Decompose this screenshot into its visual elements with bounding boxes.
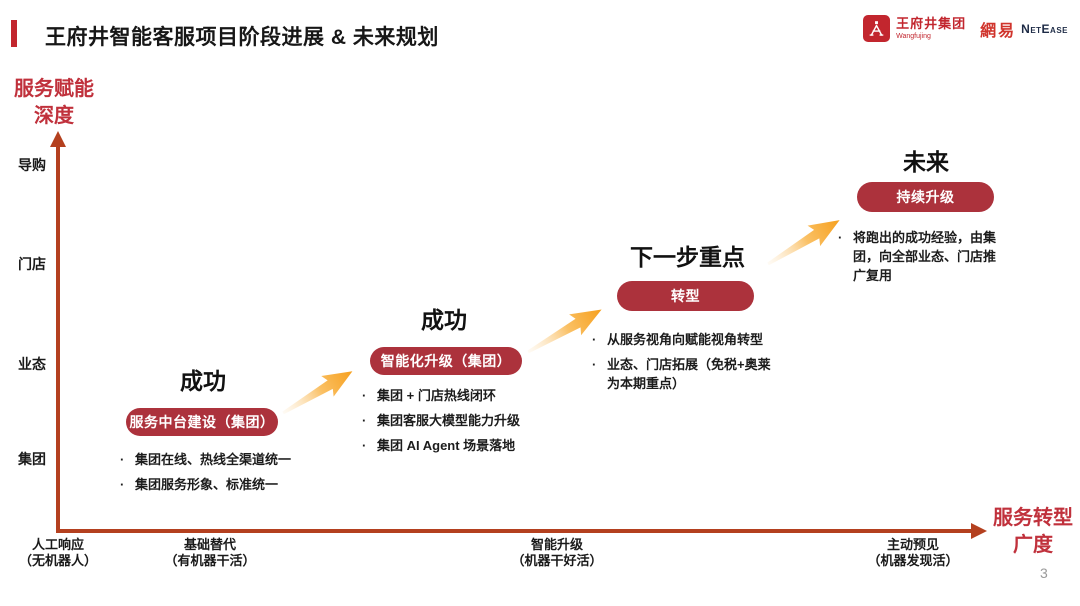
stage3-header: 下一步重点	[630, 244, 745, 270]
stage4-header: 未来	[903, 149, 949, 175]
x-axis-arrowhead-icon	[971, 523, 987, 539]
page-title: 王府井智能客服项目阶段进展 & 未来规划	[45, 26, 439, 49]
x-axis-title: 服务转型 广度	[986, 505, 1080, 559]
y-axis-title-line1: 服务赋能	[14, 78, 94, 100]
netease-en-text: NetEase	[1021, 21, 1068, 36]
x-axis-line	[56, 529, 973, 533]
y-axis-line	[56, 146, 60, 533]
y-tick-jituan: 集团	[18, 451, 46, 467]
wangfujing-logo-text: 王府井集团 Wangfujing	[896, 17, 966, 40]
x-tick-line2: （机器发现活）	[867, 553, 959, 568]
x-tick-line2: （机器干好活）	[511, 553, 603, 568]
flow-arrow-3-icon	[767, 220, 840, 266]
stage1-bullets: 集团在线、热线全渠道统一 集团服务形象、标准统一	[120, 450, 310, 500]
flow-arrow-1-icon	[282, 371, 353, 415]
y-axis-title: 服务赋能 深度	[8, 76, 100, 130]
x-axis-title-line2: 广度	[1013, 534, 1053, 556]
y-tick-mendian: 门店	[18, 256, 46, 272]
logo-group: 王府井集团 Wangfujing 網易 NetEase	[863, 15, 1068, 42]
netease-logo: 網易 NetEase	[980, 17, 1068, 41]
wangfujing-subtitle: Wangfujing	[896, 33, 931, 40]
bullet-item: 集团客服大模型能力升级	[362, 411, 562, 430]
x-tick-line2: （无机器人）	[18, 553, 97, 568]
stage4-badge: 持续升级	[857, 182, 994, 212]
bullet-item: 集团 AI Agent 场景落地	[362, 436, 562, 455]
x-tick-basic-substitution: 基础替代 （有机器干活）	[145, 537, 275, 569]
stage1-header: 成功	[180, 368, 226, 394]
bullet-item: 集团 + 门店热线闭环	[362, 386, 562, 405]
page-number: 3	[1040, 565, 1048, 581]
y-tick-yetai: 业态	[18, 356, 46, 372]
x-tick-intelligent-upgrade: 智能升级 （机器干好活）	[492, 537, 622, 569]
bullet-item: 集团服务形象、标准统一	[120, 475, 310, 494]
y-axis-arrowhead-icon	[50, 131, 66, 147]
stage3-badge: 转型	[617, 281, 754, 311]
stage3-bullets: 从服务视角向赋能视角转型 业态、门店拓展（免税+奥莱为本期重点）	[592, 330, 782, 399]
x-tick-line1: 人工响应	[31, 537, 84, 552]
x-axis-title-line1: 服务转型	[993, 507, 1073, 529]
bullet-item: 集团在线、热线全渠道统一	[120, 450, 310, 469]
x-tick-line2: （有机器干活）	[164, 553, 256, 568]
x-tick-manual-response: 人工响应 （无机器人）	[0, 537, 123, 569]
bullet-item: 从服务视角向赋能视角转型	[592, 330, 782, 349]
stage4-bullets: 将跑出的成功经验，由集团，向全部业态、门店推广复用	[838, 228, 996, 291]
bullet-item: 业态、门店拓展（免税+奥莱为本期重点）	[592, 355, 782, 393]
wangfujing-logo: 王府井集团 Wangfujing	[863, 15, 966, 42]
x-tick-line1: 智能升级	[530, 537, 583, 552]
wangfujing-name: 王府井集团	[896, 16, 967, 31]
stage1-badge: 服务中台建设（集团）	[126, 408, 278, 436]
title-accent-bar	[11, 20, 17, 47]
wangfujing-logo-icon	[863, 15, 891, 42]
bullet-item: 将跑出的成功经验，由集团，向全部业态、门店推广复用	[838, 228, 996, 285]
stage2-bullets: 集团 + 门店热线闭环 集团客服大模型能力升级 集团 AI Agent 场景落地	[362, 386, 562, 461]
x-tick-line1: 基础替代	[183, 537, 236, 552]
x-tick-line1: 主动预见	[886, 537, 939, 552]
stage2-header: 成功	[421, 307, 467, 333]
flow-arrow-2-icon	[527, 309, 602, 354]
y-tick-daogou: 导购	[18, 157, 46, 173]
netease-cn-text: 網易	[980, 22, 1017, 40]
y-axis-title-line2: 深度	[34, 105, 74, 127]
stage2-badge: 智能化升级（集团）	[370, 347, 522, 375]
x-tick-proactive-foresight: 主动预见 （机器发现活）	[848, 537, 978, 569]
